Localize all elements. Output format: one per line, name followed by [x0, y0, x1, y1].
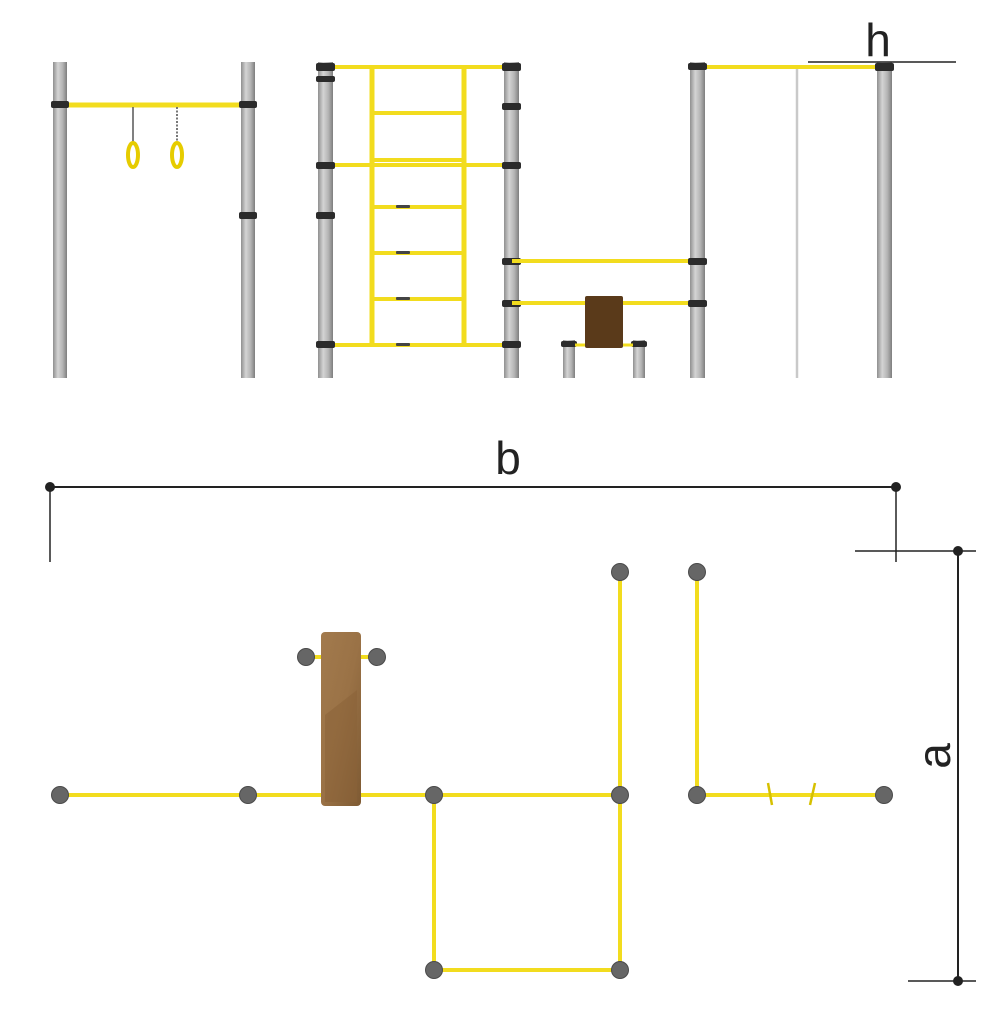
post-node	[611, 961, 629, 979]
post-node	[51, 786, 69, 804]
rings-frame	[51, 62, 257, 378]
clamps	[688, 63, 894, 307]
post-node	[611, 786, 629, 804]
post	[504, 62, 519, 378]
post-node	[611, 563, 629, 581]
bench-top-shade	[325, 690, 357, 802]
depth-label: a	[908, 743, 960, 769]
rung-fittings	[396, 205, 410, 346]
height-dimension: h	[808, 14, 956, 66]
clamp	[239, 212, 257, 219]
post	[241, 62, 255, 378]
bench-leg	[633, 340, 645, 378]
plan-bars	[58, 570, 886, 972]
post	[318, 62, 333, 378]
post	[877, 62, 892, 378]
clamp	[239, 101, 257, 108]
post-node	[297, 648, 315, 666]
bench-leg	[563, 340, 575, 378]
bench-section	[512, 259, 697, 378]
bench-icon	[585, 296, 623, 348]
clamp	[561, 341, 577, 347]
post-node	[875, 786, 893, 804]
plan-post-nodes	[51, 563, 893, 979]
rope-frame	[688, 62, 894, 378]
post-node	[688, 786, 706, 804]
post-node	[688, 563, 706, 581]
post-node	[425, 961, 443, 979]
clamp	[51, 101, 69, 108]
post-node	[239, 786, 257, 804]
clamp	[631, 341, 647, 347]
post-node	[368, 648, 386, 666]
width-dimension: b	[45, 432, 901, 562]
post	[690, 62, 705, 378]
ladder-rungs	[372, 111, 464, 301]
depth-dimension: a	[855, 546, 976, 986]
gymnastic-rings-icon	[126, 107, 184, 169]
height-label: h	[865, 14, 891, 66]
post	[53, 62, 67, 378]
width-label: b	[495, 432, 521, 484]
rope-marks	[766, 782, 817, 806]
front-elevation: h	[51, 14, 956, 378]
plan-view	[51, 563, 893, 979]
post-node	[425, 786, 443, 804]
ladder-frame	[316, 62, 521, 378]
